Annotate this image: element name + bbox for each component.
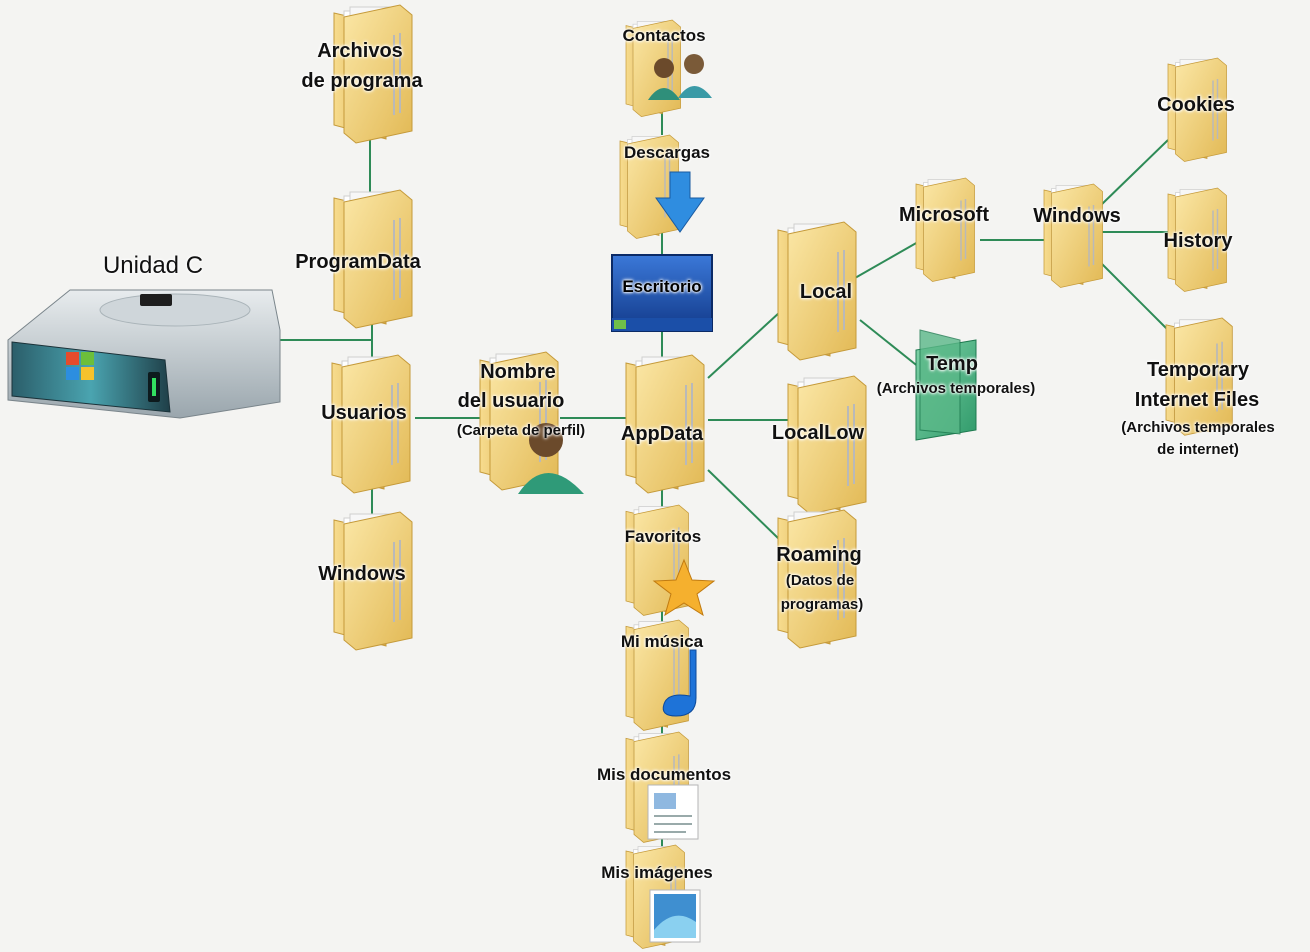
node-tif-line1: Temporary	[1147, 359, 1249, 381]
picture-icon	[649, 889, 701, 943]
node-nombre-usuario-line1: Nombre	[480, 361, 556, 383]
node-history: History	[1163, 230, 1233, 252]
document-icon	[647, 784, 699, 840]
node-nombre-usuario-line2: del usuario	[457, 390, 565, 412]
star-icon	[652, 558, 716, 617]
node-mi-musica: Mi música	[620, 632, 704, 651]
green-folder-icon	[915, 329, 977, 441]
node-tif-sub1: (Archivos temporales	[1121, 419, 1275, 436]
desktop-screen-icon	[611, 254, 713, 332]
download-arrow-icon	[655, 171, 705, 233]
node-windows-ie: Windows	[1033, 205, 1121, 227]
node-tif-line2: Internet Files	[1134, 389, 1260, 411]
node-archivos-de-programa-line1: Archivos	[317, 40, 403, 62]
node-roaming-sub1: (Datos de	[785, 572, 855, 589]
drive-label: Unidad C	[102, 252, 204, 279]
node-mis-imagenes: Mis imágenes	[601, 863, 713, 882]
node-mis-documentos: Mis documentos	[596, 765, 732, 784]
node-windows: Windows	[318, 563, 406, 585]
node-escritorio: Escritorio	[622, 277, 702, 296]
node-programdata: ProgramData	[295, 251, 421, 273]
node-roaming: Roaming	[776, 544, 862, 566]
node-tif-sub2: de internet)	[1157, 441, 1239, 458]
node-local: Local	[799, 281, 853, 303]
node-temp-sub: (Archivos temporales)	[876, 380, 1036, 397]
node-archivos-de-programa-line2: de programa	[301, 70, 423, 92]
node-cookies: Cookies	[1157, 94, 1235, 116]
node-appdata: AppData	[620, 423, 704, 445]
node-locallow: LocalLow	[771, 422, 865, 444]
contacts-icon	[648, 54, 712, 100]
music-note-icon	[662, 649, 697, 717]
node-favoritos: Favoritos	[624, 527, 702, 546]
node-nombre-usuario-sub: (Carpeta de perfil)	[456, 422, 586, 439]
node-roaming-sub2: programas)	[780, 596, 864, 613]
folder-icon	[331, 4, 1234, 950]
node-contactos: Contactos	[622, 26, 706, 45]
user-icon	[518, 423, 584, 494]
node-descargas: Descargas	[623, 143, 711, 162]
node-usuarios: Usuarios	[321, 402, 407, 424]
node-microsoft: Microsoft	[899, 204, 989, 226]
hard-drive-icon	[7, 289, 281, 419]
node-temp: Temp	[926, 353, 978, 375]
